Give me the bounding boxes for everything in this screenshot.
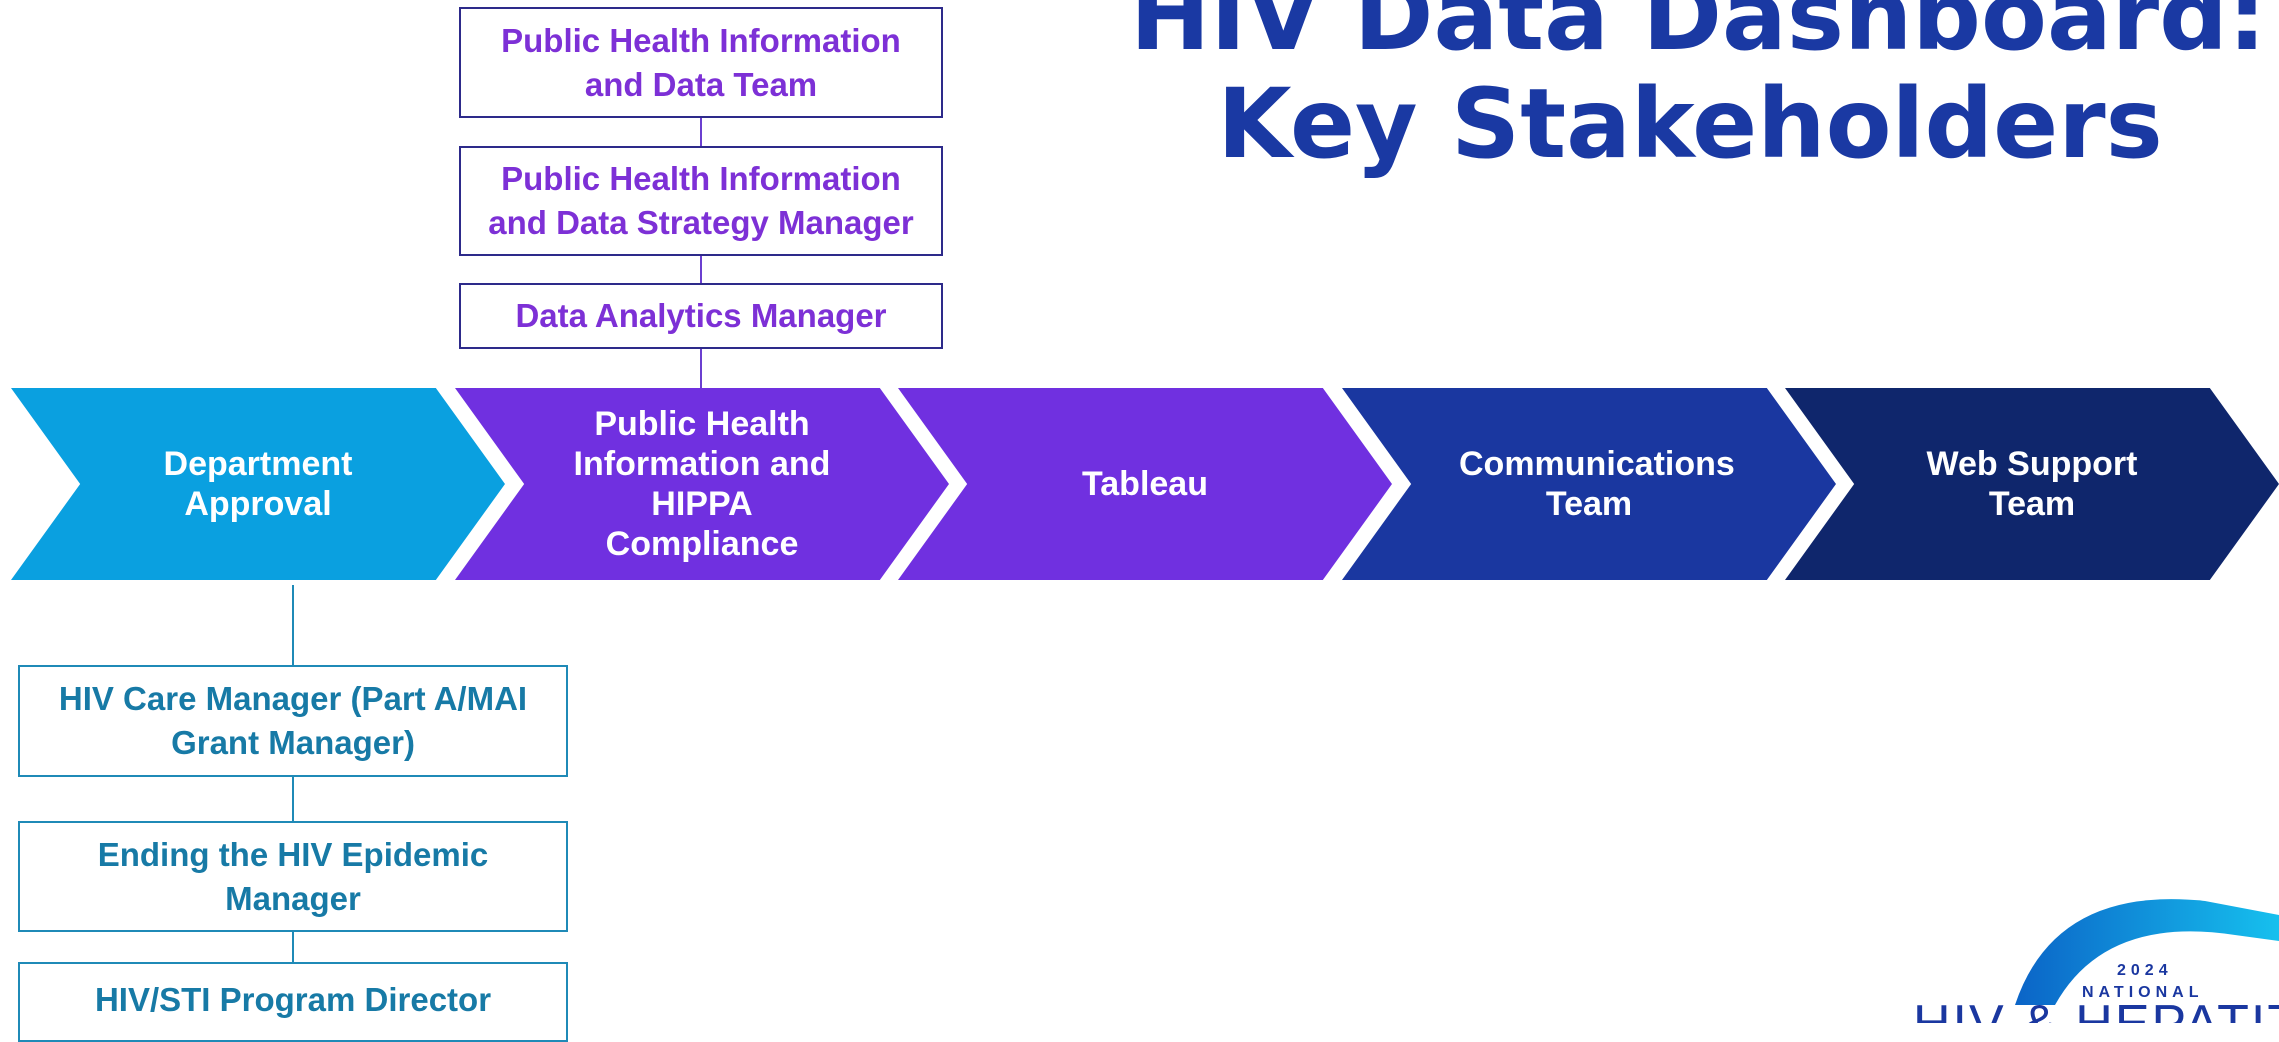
chevron-label: Communications Team [1459,445,1735,523]
logo-national: NATIONAL [2082,984,2203,1001]
connector-line [700,349,702,389]
connector-line [292,932,294,962]
connector-line [700,256,702,283]
box-hiv-sti-program-director: HIV/STI Program Director [18,962,568,1042]
connector-line [700,118,702,146]
box-data-team-label: Public Health Information and Data Team [501,21,901,103]
connector-line [292,585,294,665]
chevron-label: Department Approval [163,445,353,523]
chevron-tableau: Tableau [898,388,1392,580]
box-hiv-care-manager: HIV Care Manager (Part A/MAI Grant Manag… [18,665,568,777]
box-data-strategy-manager-label: Public Health Information and Data Strat… [488,160,914,241]
chevron-label: Web Support Team [1926,445,2138,523]
chevron-hippa-compliance: Public Health Information and HIPPA Comp… [455,388,949,580]
box-data-analytics-manager-label: Data Analytics Manager [515,297,887,334]
page-title: HIV Data Dashboard: Key Stakeholders [1130,0,2267,180]
title-line-1: HIV Data Dashboard: [1130,0,2267,72]
box-ending-hiv-epidemic-manager-label: Ending the HIV Epidemic Manager [97,835,489,917]
box-data-strategy-manager: Public Health Information and Data Strat… [459,146,943,256]
chevron-web-support-team: Web Support Team [1785,388,2279,580]
logo-inner-arc [2055,931,2279,1005]
logo-text: HIV & HEPATITIS [1913,995,2279,1023]
box-ending-hiv-epidemic-manager: Ending the HIV Epidemic Manager [18,821,568,932]
box-data-analytics-manager: Data Analytics Manager [459,283,943,349]
chevron-department-approval: Department Approval [11,388,505,580]
box-data-team: Public Health Information and Data Team [459,7,943,118]
logo-year: 2024 [2117,962,2173,979]
connector-line [292,777,294,821]
box-hiv-sti-program-director-label: HIV/STI Program Director [94,981,492,1018]
chevron-communications-team: Communications Team [1342,388,1836,580]
box-hiv-care-manager-label: HIV Care Manager (Part A/MAI Grant Manag… [58,680,528,761]
title-line-2: Key Stakeholders [1217,68,2163,180]
chevron-label: Tableau [1082,465,1208,503]
conference-logo: 2024 NATIONAL HIV & HEPATITIS [1913,899,2279,1023]
chevron-label: Public Health Information and HIPPA Comp… [573,405,831,563]
